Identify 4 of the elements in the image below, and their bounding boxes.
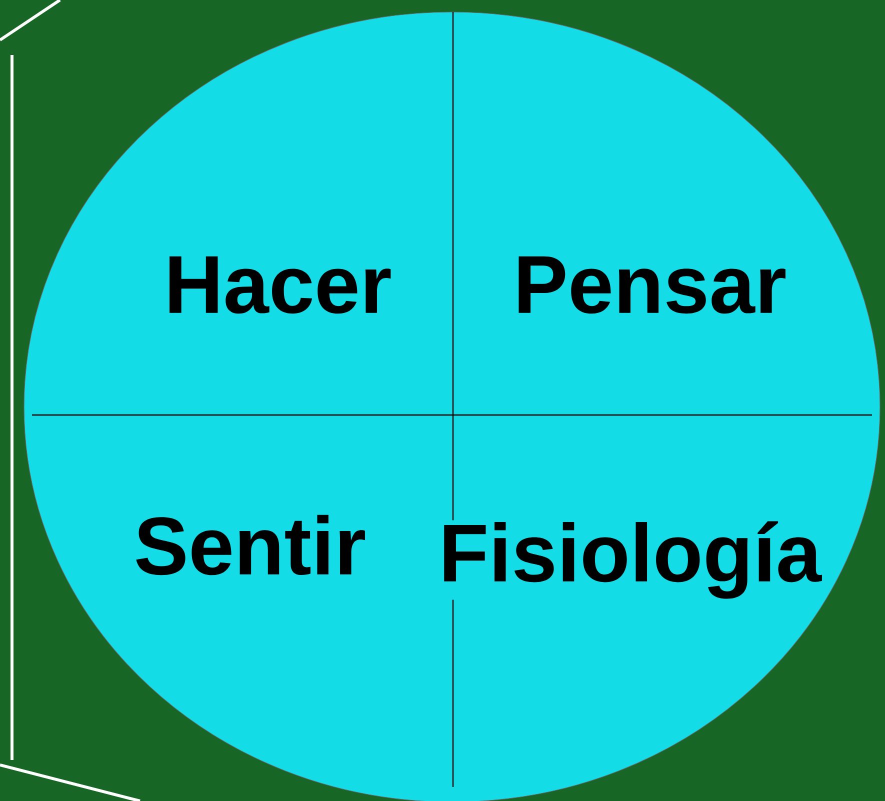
quadrant-label: Pensar bbox=[512, 255, 788, 315]
quadrant-label: Sentir bbox=[132, 514, 368, 576]
quadrant-label: Fisiología bbox=[438, 520, 822, 600]
quadrant-label: Hacer bbox=[163, 255, 393, 315]
